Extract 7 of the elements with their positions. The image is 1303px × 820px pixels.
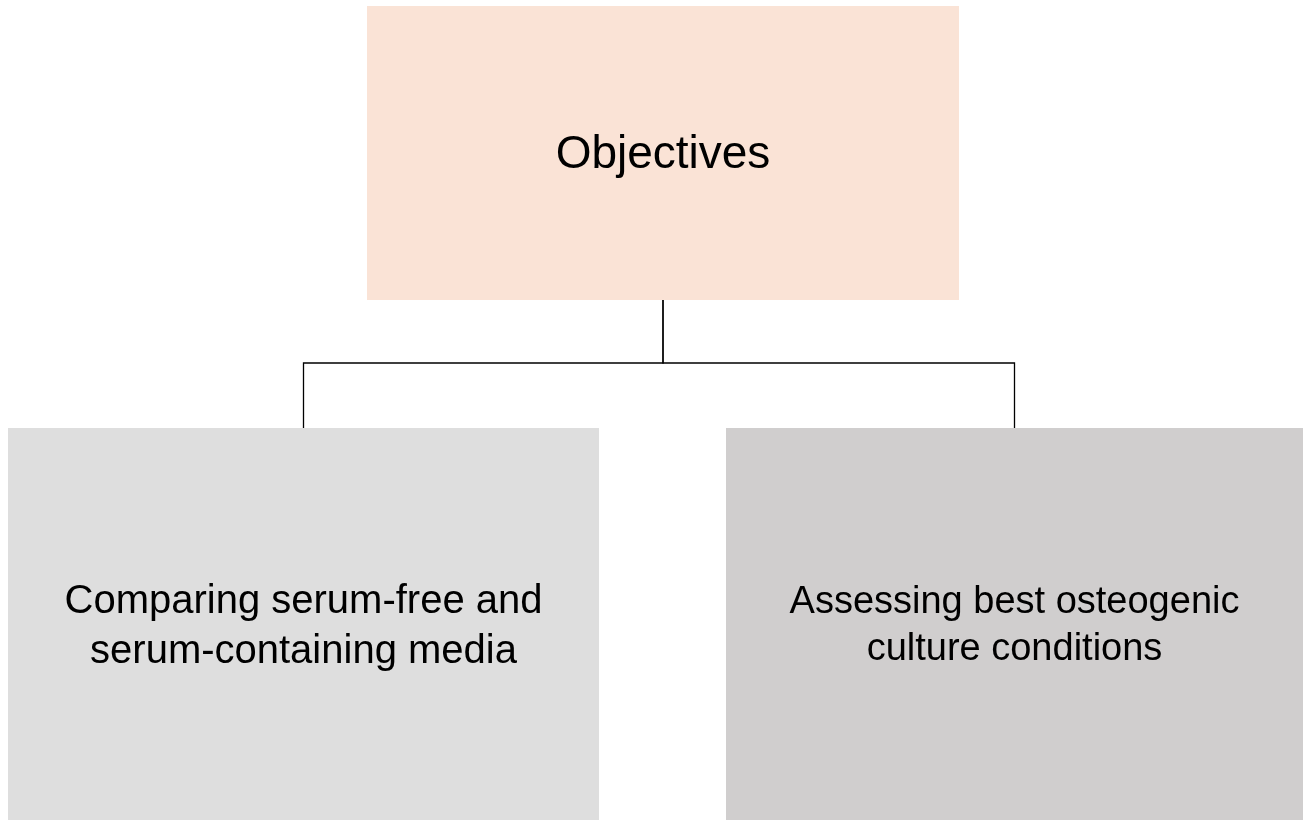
node-label: Assessing best osteogenic culture conditions xyxy=(788,577,1241,670)
node-box xyxy=(8,428,599,820)
node-label: Objectives xyxy=(555,125,771,181)
node-label: Comparing serum-free and serum-containing media xyxy=(63,576,544,673)
node-box xyxy=(726,428,1303,820)
connector-line xyxy=(662,299,1016,429)
node-box xyxy=(367,6,959,300)
